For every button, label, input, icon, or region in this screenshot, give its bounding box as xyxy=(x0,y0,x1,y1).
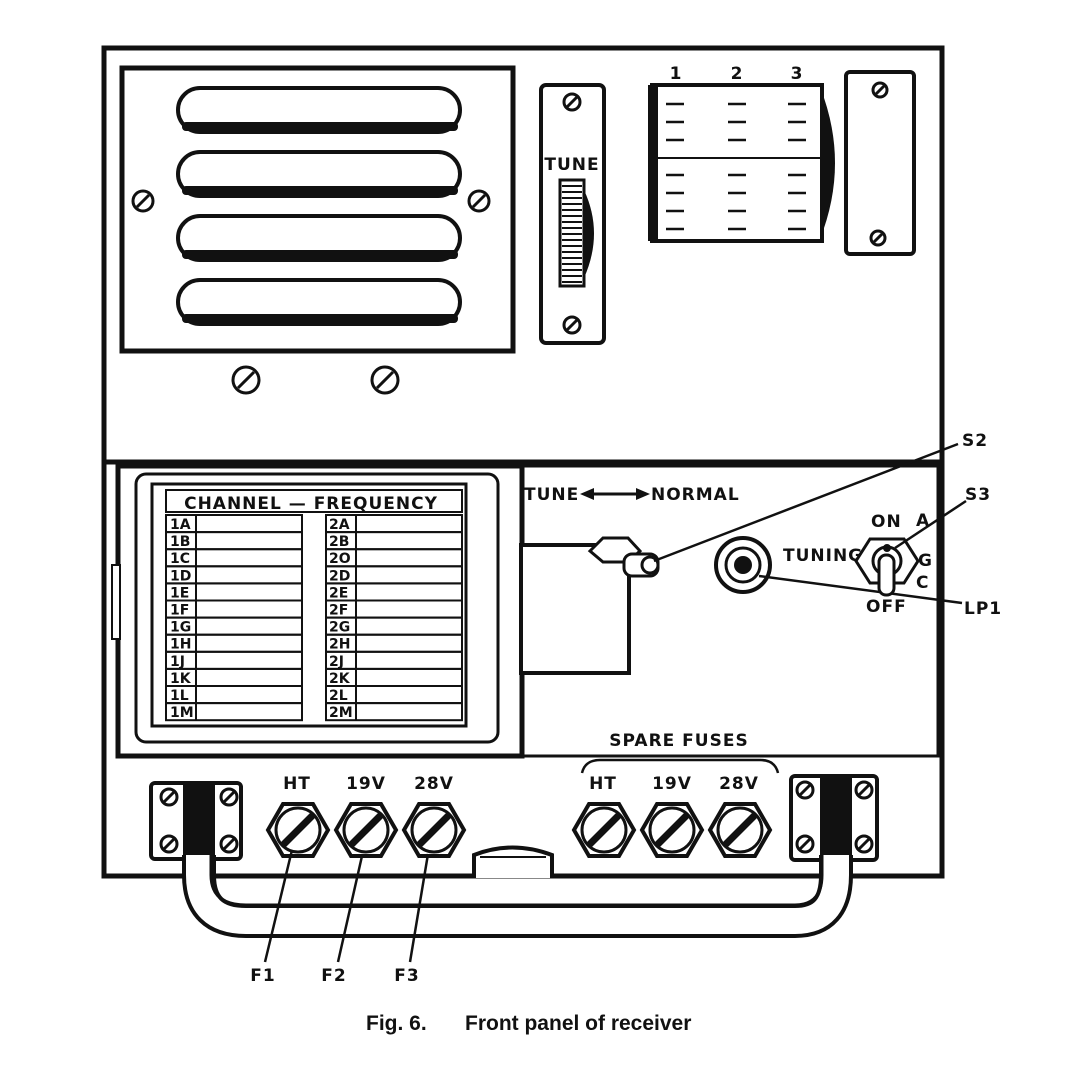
channel-label: 2L xyxy=(329,688,348,704)
tune-thumbwheel[interactable] xyxy=(558,178,594,288)
switch-housing xyxy=(519,536,643,675)
f1-leader-line xyxy=(263,849,294,963)
grille-screw-left-icon xyxy=(131,189,155,213)
speaker-grille xyxy=(119,65,516,354)
channel-label: 2D xyxy=(329,568,350,584)
dial-number-3: 3 xyxy=(791,64,804,84)
channel-label: 2O xyxy=(329,551,351,567)
spare-fuse-19v[interactable] xyxy=(639,802,705,858)
channel-label: 2K xyxy=(329,671,351,687)
cover-plate xyxy=(844,70,916,256)
channel-label: 1J xyxy=(170,654,185,670)
channel-label: 1K xyxy=(170,671,192,687)
s2-leader-line xyxy=(653,442,959,563)
channel-label: 1F xyxy=(170,603,189,619)
channel-label: 1G xyxy=(170,620,191,636)
channel-label: 1A xyxy=(170,517,191,533)
f3-callout: F3 xyxy=(394,966,419,986)
spare-fuses-header: SPARE FUSES xyxy=(609,731,748,751)
channel-label: 1M xyxy=(170,705,194,721)
lp1-leader-line xyxy=(758,574,963,605)
tuning-lamp xyxy=(714,536,772,594)
s3-callout: S3 xyxy=(965,485,991,505)
figure-caption: Front panel of receiver xyxy=(465,1012,691,1035)
spare-label-19v: 19V xyxy=(652,774,692,794)
tune-normal-toggle[interactable] xyxy=(622,552,660,578)
spare-fuse-28v[interactable] xyxy=(707,802,773,858)
side-letter-g: G xyxy=(918,551,933,571)
f2-leader-line xyxy=(336,855,364,963)
normal-mode-label: NORMAL xyxy=(651,485,740,505)
channel-label: 2J xyxy=(329,654,344,670)
table-header: CHANNEL — FREQUENCY xyxy=(184,494,438,514)
tuning-label: TUNING xyxy=(783,546,863,566)
channel-table: 1A 2A 1B 2B 1C 2O 1D 2D 1E 2E 1F 2F 1G 2G 1H 2H 1J 2J 1K 2K… xyxy=(165,489,463,722)
s3-leader-line xyxy=(894,499,967,550)
drum-dial xyxy=(648,83,835,243)
spare-label-28v: 28V xyxy=(719,774,759,794)
fuse-holder-28v[interactable] xyxy=(401,802,467,858)
lp1-callout: LP1 xyxy=(964,599,1002,619)
side-letter-a: A xyxy=(916,511,930,531)
tune-label: TUNE xyxy=(544,155,599,175)
double-arrow-icon xyxy=(580,488,650,500)
carrying-handle[interactable] xyxy=(182,855,853,938)
channel-label: 2M xyxy=(329,705,353,721)
handle-bracket-right xyxy=(789,774,879,862)
channel-label: 1E xyxy=(170,585,189,601)
f2-callout: F2 xyxy=(321,966,346,986)
fuse-label-ht: HT xyxy=(283,774,311,794)
fuse-holders xyxy=(265,802,773,858)
channel-label: 1B xyxy=(170,534,190,550)
channel-label: 2H xyxy=(329,637,350,653)
panel-screw-right-icon xyxy=(370,365,400,395)
figure-number: Fig. 6. xyxy=(366,1012,427,1035)
dial-number-2: 2 xyxy=(731,64,744,84)
f1-callout: F1 xyxy=(250,966,275,986)
tune-mode-label: TUNE xyxy=(524,485,579,505)
channel-label: 2A xyxy=(329,517,350,533)
fuse-holder-19v[interactable] xyxy=(333,802,399,858)
off-label: OFF xyxy=(866,597,907,617)
spare-fuses-bracket xyxy=(580,758,780,774)
fuse-label-19v: 19V xyxy=(346,774,386,794)
table-header-cell xyxy=(165,489,463,513)
channel-label: 2B xyxy=(329,534,349,550)
grille-screw-right-icon xyxy=(467,189,491,213)
spare-label-ht: HT xyxy=(589,774,617,794)
table-row-right xyxy=(325,702,463,722)
fuse-label-28v: 28V xyxy=(414,774,454,794)
power-toggle-switch[interactable] xyxy=(854,537,920,597)
channel-label: 1C xyxy=(170,551,190,567)
table-row-left xyxy=(165,702,303,722)
f3-leader-line xyxy=(408,853,430,963)
channel-label: 2F xyxy=(329,603,348,619)
on-label: ON xyxy=(871,512,902,532)
panel-foot xyxy=(472,845,554,878)
channel-label: 2G xyxy=(329,620,350,636)
channel-label: 1L xyxy=(170,688,189,704)
fuse-holder-ht[interactable] xyxy=(265,802,331,858)
dial-number-1: 1 xyxy=(670,64,683,84)
side-letter-c: C xyxy=(916,573,929,593)
handle-bracket-left xyxy=(149,781,243,861)
spare-fuse-ht[interactable] xyxy=(571,802,637,858)
panel-screw-left-icon xyxy=(231,365,261,395)
channel-label: 2E xyxy=(329,585,348,601)
channel-label: 1D xyxy=(170,568,191,584)
channel-label: 1H xyxy=(170,637,191,653)
s2-callout: S2 xyxy=(962,431,988,451)
